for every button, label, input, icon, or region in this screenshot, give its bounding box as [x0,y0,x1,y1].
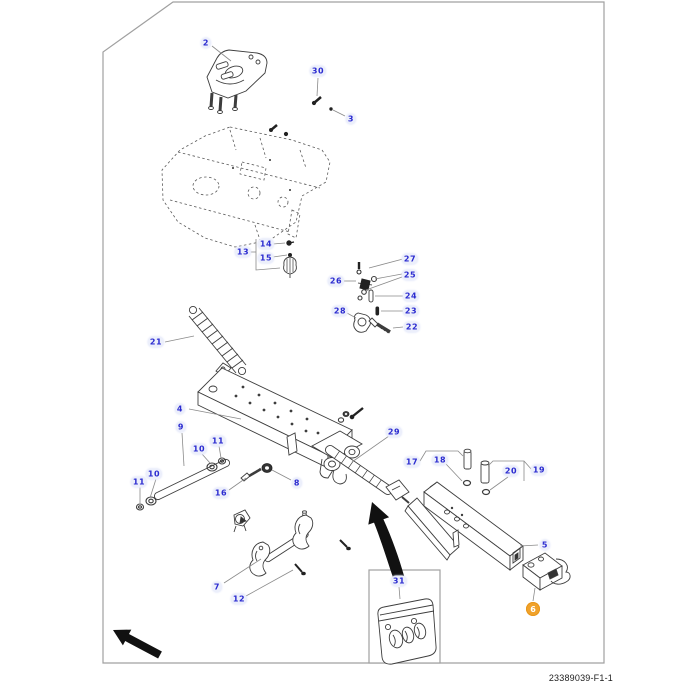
part-9-pivot-pin [154,459,230,500]
leader-lines [139,45,539,602]
callout-11-right[interactable]: 11 [209,435,227,447]
callout-16[interactable]: 16 [212,487,230,499]
fastener-3-nut [329,107,333,111]
part-19-20-pin [480,460,491,496]
callout-10-left[interactable]: 10 [145,468,163,480]
callout-4[interactable]: 4 [174,403,186,415]
part-31-hardware-bag [377,598,437,665]
direction-arrow-small [113,629,162,659]
callout-30[interactable]: 30 [309,65,327,77]
part-28-clamp [353,312,371,333]
part-24-pin [368,289,374,303]
part-12-pin [294,563,306,576]
callout-12[interactable]: 12 [230,593,248,605]
callout-9[interactable]: 9 [175,421,187,433]
callout-25[interactable]: 25 [401,269,419,281]
part-27-bolt [356,262,362,275]
part-10-11-washers-right [206,457,227,472]
callout-22[interactable]: 22 [403,321,421,333]
part-7-drawbar-support [249,510,314,577]
callout-24[interactable]: 24 [402,290,420,302]
frame-border [102,1,605,664]
part-2-support-bracket [206,49,268,114]
callout-27[interactable]: 27 [401,253,419,265]
fastener-30-bolt [311,96,322,106]
callout-31[interactable]: 31 [390,575,408,587]
callout-6-highlighted[interactable]: 6 [526,602,540,616]
callout-7[interactable]: 7 [211,581,223,593]
callout-15[interactable]: 15 [257,252,275,264]
callout-14[interactable]: 14 [257,238,275,250]
callout-3[interactable]: 3 [345,113,357,125]
part-10-11-washers-left [135,496,157,511]
callout-23[interactable]: 23 [402,305,420,317]
frame-pivot-hardware [337,407,364,423]
callout-21[interactable]: 21 [147,336,165,348]
callout-17[interactable]: 17 [403,456,421,468]
part-14-screw [286,240,295,246]
part-8-bushing [261,463,273,473]
support-latch-detail [233,509,251,533]
callout-29[interactable]: 29 [385,426,403,438]
part-29-drawbar-rod [325,445,410,504]
part-17-18-pin [462,448,472,487]
drawing-number: 23389039-F1-1 [548,673,613,683]
callout-8[interactable]: 8 [291,477,303,489]
direction-arrow-large [368,502,405,580]
callout-18[interactable]: 18 [431,454,449,466]
part-26-clip [357,278,373,291]
part-13-14-15-breather-group [283,240,297,278]
callout-10-right[interactable]: 10 [190,443,208,455]
callout-28[interactable]: 28 [331,305,349,317]
callout-13[interactable]: 13 [234,246,252,258]
housing-reference-outline [161,126,331,248]
callout-26[interactable]: 26 [327,275,345,287]
part-15-nut [288,253,292,257]
callout-19[interactable]: 19 [530,464,548,476]
part-23-pin [375,306,380,316]
part-6-drawbar-end [522,552,571,591]
part-22-bolt [368,317,391,334]
part-21-spring [188,305,247,376]
small-pin-right [339,539,351,551]
callout-20[interactable]: 20 [502,465,520,477]
housing-detail-dots [232,159,291,191]
fastener-pair-lower [269,124,289,137]
callout-2[interactable]: 2 [200,37,212,49]
part-5-drawbar-beam [404,481,524,571]
fastener-cluster-22-28 [353,262,391,334]
callout-11-left[interactable]: 11 [130,476,148,488]
part-13-breather [283,256,297,278]
callout-5[interactable]: 5 [539,539,551,551]
part-16-bolt [240,467,262,482]
